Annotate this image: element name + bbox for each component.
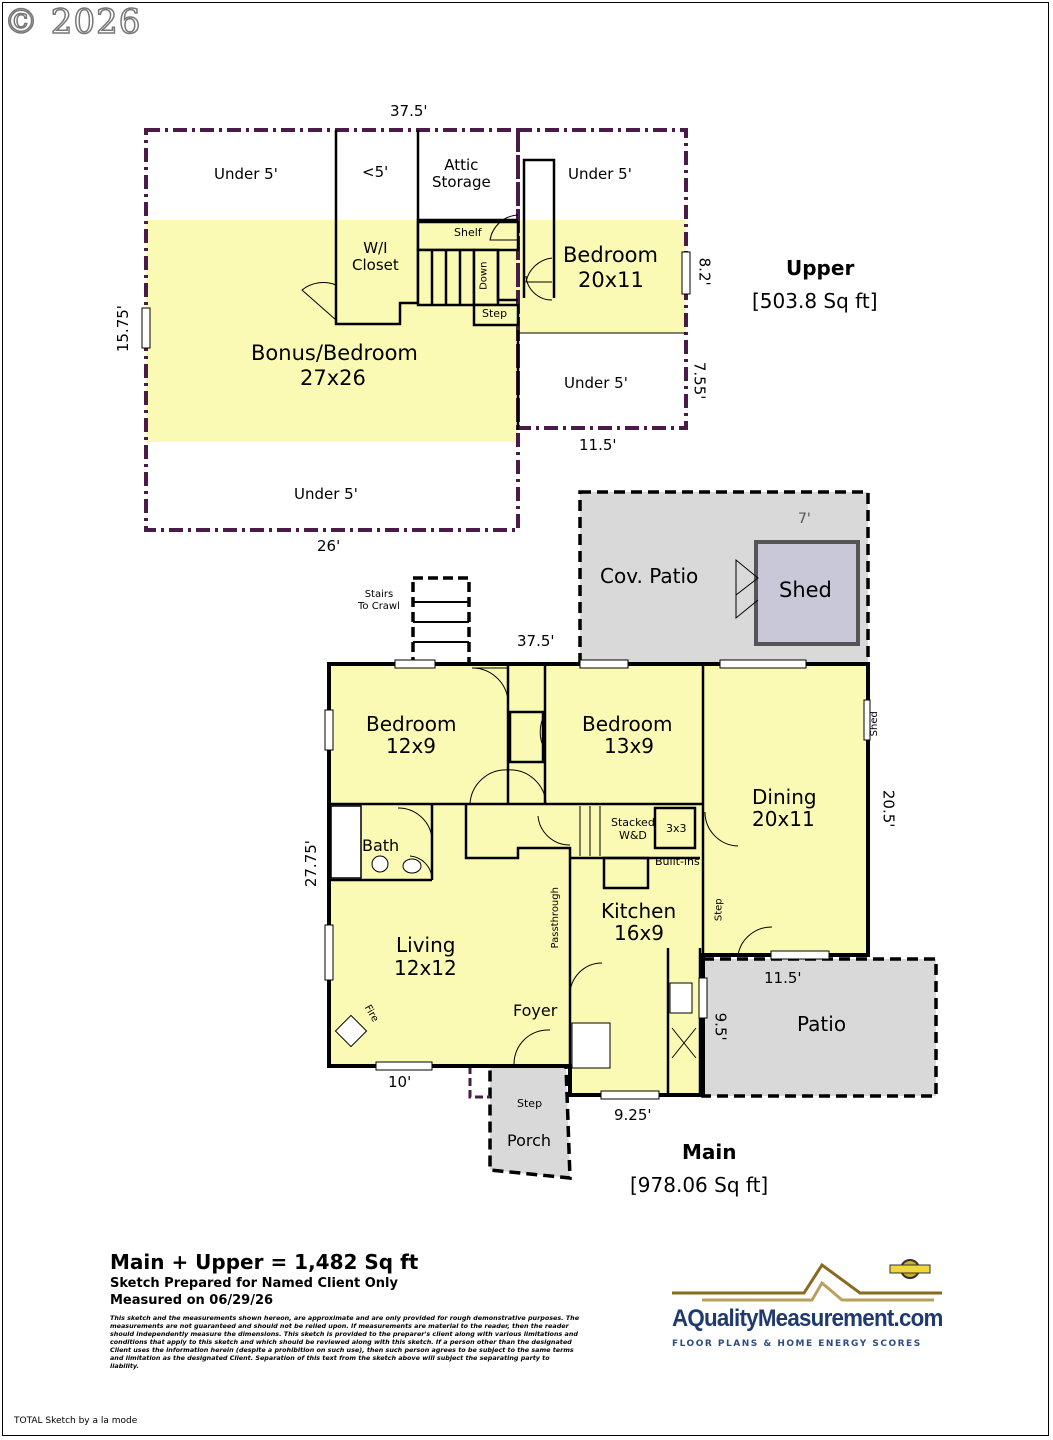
main-dim-bottom-left: 10' [388, 1073, 412, 1091]
measured-date: Measured on 06/29/26 [110, 1293, 274, 1308]
main-foyer: Foyer [513, 1001, 558, 1020]
upper-bedroom-name: Bedroom [563, 243, 658, 267]
upper-dim-right-lower: 7.55' [690, 361, 709, 400]
main-bath: Bath [362, 836, 400, 855]
upper-under5-d: Under 5' [294, 485, 358, 503]
main-kitchen-step: Step [713, 898, 725, 922]
upper-dim-bottom: 26' [317, 537, 341, 555]
upper-wi-closet: W/I Closet [352, 239, 399, 275]
main-bed1-size: 12x9 [386, 734, 437, 758]
upper-down: Down [478, 261, 490, 290]
main-porch: Porch [507, 1131, 552, 1150]
main-dim-shed-top: 7' [798, 511, 811, 527]
main-porch-step: Step [517, 1097, 543, 1110]
upper-lt5: <5' [362, 163, 389, 181]
upper-bedroom-size: 20x11 [578, 268, 644, 292]
summary-block: Main + Upper = 1,482 Sq ft Sketch Prepar… [110, 1250, 580, 1370]
main-title: Main [682, 1140, 737, 1164]
upper-floor [141, 128, 691, 532]
footer-credit: TOTAL Sketch by a la mode [14, 1416, 138, 1426]
main-area: [978.06 Sq ft] [630, 1173, 769, 1197]
main-dim-top: 37.5' [517, 632, 555, 650]
main-bed1-name: Bedroom [366, 712, 457, 736]
main-dim-patio-side: 9.5' [711, 1012, 730, 1041]
main-stairs-crawl: Stairs To Crawl [358, 589, 400, 612]
main-living-size: 12x12 [394, 956, 457, 980]
main-dim-left: 27.75' [301, 840, 320, 888]
main-shed-small: Shed [868, 711, 880, 737]
main-kitchen-size: 16x9 [614, 921, 665, 945]
main-stacked-wd: Stacked W&D [611, 816, 655, 842]
upper-step: Step [482, 307, 508, 320]
house-icon [672, 1259, 942, 1302]
main-floor [324, 490, 938, 1180]
upper-attic-storage: Attic Storage [432, 156, 491, 192]
total-area: Main + Upper = 1,482 Sq ft [110, 1250, 419, 1274]
logo-tagline: FLOOR PLANS & HOME ENERGY SCORES [672, 1339, 922, 1349]
upper-under5-a: Under 5' [214, 165, 278, 183]
main-dining-name: Dining [752, 785, 817, 809]
upper-dim-right-upper: 8.2' [695, 257, 714, 286]
shed-big [754, 540, 860, 646]
upper-under5-c: Under 5' [564, 374, 628, 392]
upper-bonus-name: Bonus/Bedroom [251, 341, 418, 365]
upper-under5-b: Under 5' [568, 165, 632, 183]
main-passthrough: Passthrough [549, 887, 561, 949]
company-logo: AQualityMeasurement.com FLOOR PLANS & HO… [672, 1255, 943, 1365]
main-builtins: Built-ins [655, 855, 700, 868]
main-dim-bottom-mid: 9.25' [614, 1106, 652, 1124]
main-patio: Patio [797, 1012, 847, 1036]
prepared-note: Sketch Prepared for Named Client Only [110, 1276, 398, 1291]
main-dining-size: 20x11 [752, 807, 815, 831]
main-dim-patio-top: 11.5' [764, 969, 802, 987]
upper-area: [503.8 Sq ft] [752, 289, 878, 313]
main-cov-patio: Cov. Patio [600, 564, 699, 588]
upper-dim-left: 15.75' [113, 305, 132, 353]
upper-title: Upper [786, 256, 855, 280]
upper-shelf: Shelf [454, 226, 482, 239]
upper-dim-top: 37.5' [390, 102, 428, 120]
upper-dim-bottom-right: 11.5' [579, 436, 617, 454]
main-dim-right: 20.5' [879, 789, 898, 828]
upper-bedroom-fill [518, 220, 686, 333]
main-living-name: Living [396, 933, 456, 957]
upper-bonus-size: 27x26 [300, 366, 366, 390]
main-bed2-size: 13x9 [604, 734, 655, 758]
main-kitchen-name: Kitchen [601, 899, 677, 923]
disclaimer: This sketch and the measurements shown h… [110, 1314, 580, 1370]
copyright-watermark: © 2026 [3, 1, 142, 43]
main-closet-3x3: 3x3 [666, 822, 687, 835]
porch [488, 1064, 572, 1180]
main-bed2-name: Bedroom [582, 712, 673, 736]
logo-brand: AQualityMeasurement.com [672, 1305, 943, 1332]
main-shed-big: Shed [779, 578, 832, 602]
